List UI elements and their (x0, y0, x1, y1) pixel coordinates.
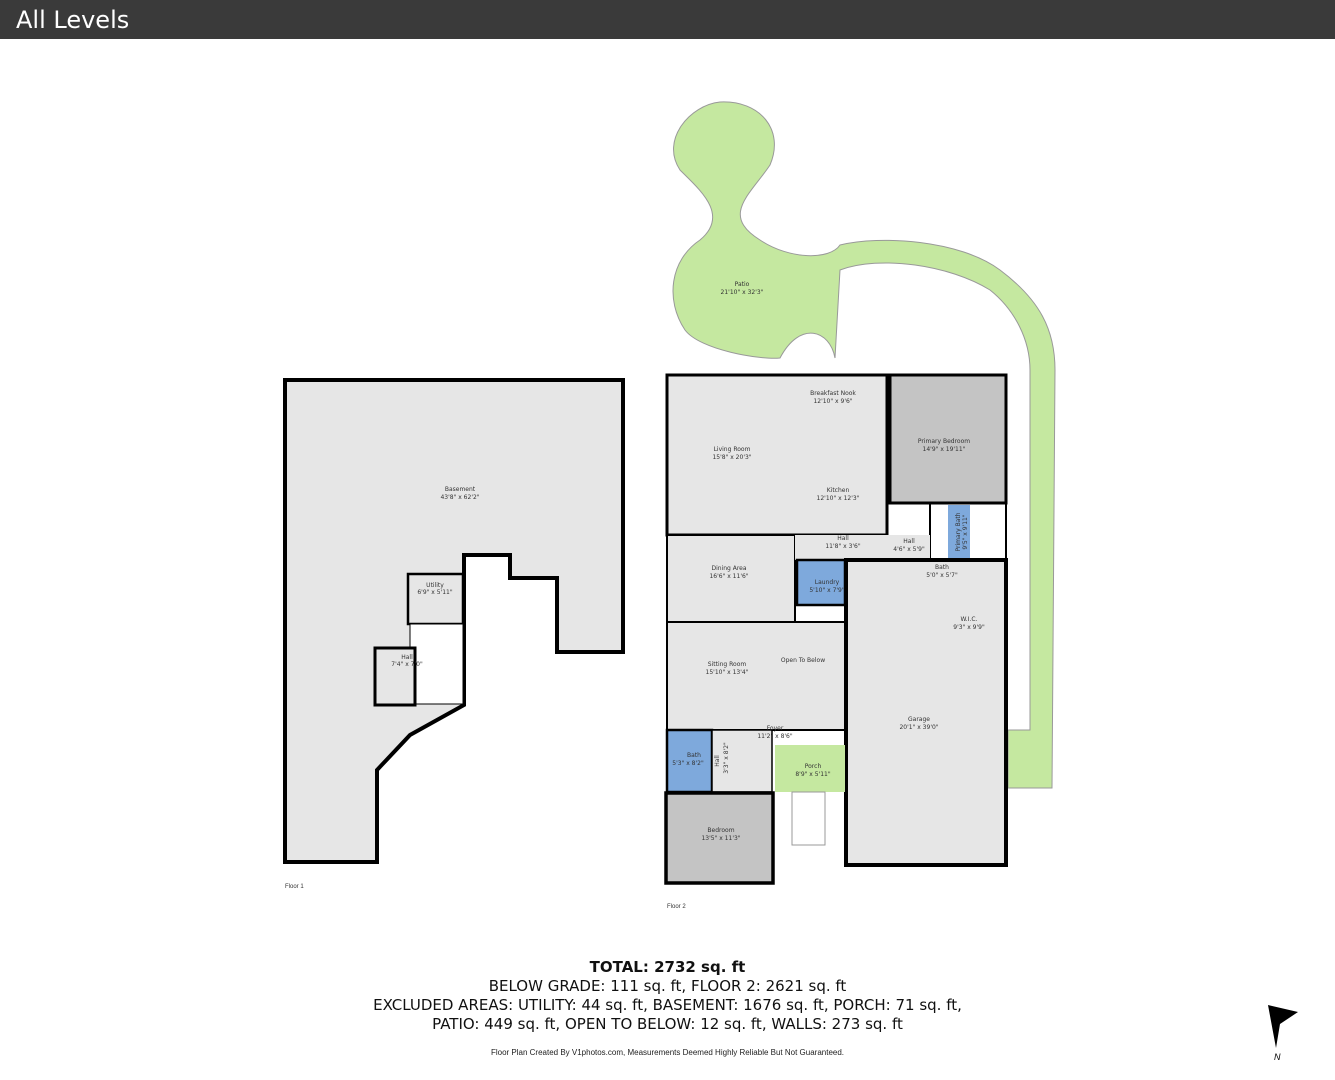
floor-1-label: Floor 1 (285, 884, 304, 890)
primary-bedroom (888, 373, 1008, 505)
room-label: N (1274, 1052, 1281, 1062)
bedroom (664, 791, 775, 885)
room-label: Hall (401, 654, 413, 661)
room-label: 9'3" x 9'9" (953, 624, 985, 631)
hall-room (373, 646, 417, 707)
room-label: Living Room (714, 446, 751, 453)
room-label: 5'0" x 5'7" (926, 572, 958, 579)
room-label: 13'5" x 11'3" (701, 835, 740, 842)
room-label: 14'9" x 19'11" (923, 446, 966, 453)
credit-text: Floor Plan Created By V1photos.com, Meas… (490, 1048, 845, 1057)
room-label: Primary Bedroom (918, 438, 970, 445)
room-label: 9'5" x 9'11" (962, 514, 969, 550)
room-label: 15'10" x 13'4" (706, 669, 749, 676)
summary-line: PATIO: 449 sq. ft, OPEN TO BELOW: 12 sq.… (432, 1015, 903, 1033)
summary-line: BELOW GRADE: 111 sq. ft, FLOOR 2: 2621 s… (488, 977, 847, 995)
title-bar: All Levels (0, 0, 1335, 39)
laundry-room (795, 558, 847, 607)
dining-area (666, 534, 796, 623)
room-label: Bath (935, 564, 949, 571)
room-label: Sitting Room (708, 661, 747, 668)
room-label: Dining Area (711, 565, 746, 572)
room-label: Garage (908, 716, 930, 723)
room-label: Patio (735, 281, 750, 288)
room-label: Bath (687, 752, 701, 759)
room-label: 15'8" x 20'3" (712, 454, 751, 461)
room-label: Primary Bath (955, 512, 962, 551)
porch-steps (791, 791, 826, 846)
floor-2-label: Floor 2 (667, 904, 686, 910)
room-label: 6'9" x 5'11" (417, 589, 453, 596)
view-title: All Levels (16, 6, 130, 34)
room-label: Basement (445, 486, 476, 493)
room-label: Laundry (815, 579, 840, 586)
room-label: 4'6" x 5'9" (893, 546, 925, 553)
room-label: Foyer (767, 725, 784, 732)
room-label: 8'9" x 5'11" (795, 771, 831, 778)
room-label: 43'8" x 62'2" (440, 494, 479, 501)
room-label: 11'8" x 3'6" (825, 543, 861, 550)
room-label: 11'2" x 8'6" (757, 733, 793, 740)
room-label: Breakfast Nook (810, 390, 856, 397)
north-arrow: N (1268, 1005, 1298, 1062)
room-label: Hall (837, 535, 849, 542)
stairs (409, 623, 464, 705)
patio-area (672, 101, 1056, 789)
room-label: Open To Below (781, 657, 825, 664)
room-label: Utility (426, 582, 444, 589)
area-summary: TOTAL: 2732 sq. ft BELOW GRADE: 111 sq. … (0, 958, 1335, 1034)
room-label: W.I.C. (961, 616, 978, 623)
summary-line: EXCLUDED AREAS: UTILITY: 44 sq. ft, BASE… (373, 996, 962, 1014)
sitting-room (666, 621, 846, 731)
room-label: Porch (805, 763, 822, 770)
total-area: TOTAL: 2732 sq. ft (589, 958, 746, 976)
room-label: 5'3" x 8'2" (672, 760, 704, 767)
porch (775, 745, 845, 792)
room-label: Bedroom (707, 827, 734, 834)
room-label: Hall (714, 755, 721, 767)
room-label: Kitchen (827, 487, 850, 494)
room-label: 3'3" x 8'2" (723, 742, 730, 774)
room-label: 7'4" x 7'0" (391, 661, 423, 668)
room-label: 20'1" x 39'0" (899, 724, 938, 731)
hall-room (795, 535, 930, 560)
garage (844, 558, 1008, 867)
compass-icon (1268, 1005, 1298, 1048)
room-label: 12'10" x 9'6" (813, 398, 852, 405)
room-label: Hall (903, 538, 915, 545)
room-label: 16'6" x 11'6" (709, 573, 748, 580)
room-label: 12'10" x 12'3" (817, 495, 860, 502)
room-label: 21'10" x 32'3" (721, 289, 764, 296)
living-room (665, 373, 889, 537)
foyer (711, 729, 773, 793)
room-label: 5'10" x 7'9" (809, 587, 845, 594)
